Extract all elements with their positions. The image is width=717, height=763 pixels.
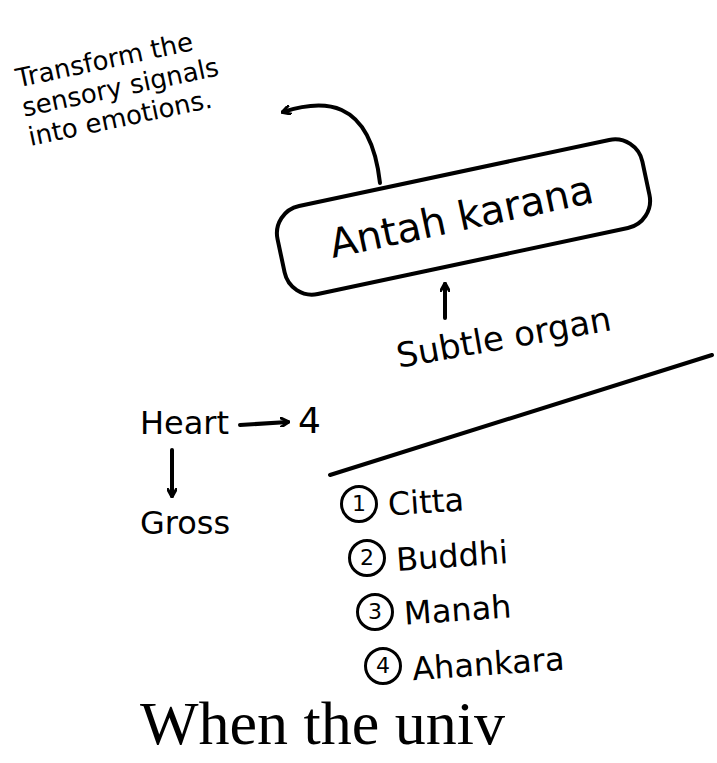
callout-number: 2 [348,539,386,577]
down-arrow [170,450,174,496]
callout-number: 3 [356,593,394,631]
box-text: Antah karana [325,164,602,268]
part-label: Gross [140,505,230,542]
process-box: Antah karana [269,132,657,302]
callout-number: 4 [364,647,402,685]
right-arrow [240,422,288,425]
callout-number: 1 [340,485,378,523]
curved-arrow [283,105,380,183]
part-label: Heart [140,405,229,442]
list-item: Ahankara [411,641,566,688]
list-item: Citta [387,481,465,523]
underline-stroke [330,355,712,475]
note-text: Transform the sensory signals into emoti… [13,17,257,153]
list-item: Manah [403,588,513,632]
page-text: When the univ [140,692,505,754]
list-item: Buddhi [395,534,509,579]
part-label: Subtle organ [393,299,614,375]
up-arrow [443,284,447,318]
callout-number: 4 [298,400,321,441]
